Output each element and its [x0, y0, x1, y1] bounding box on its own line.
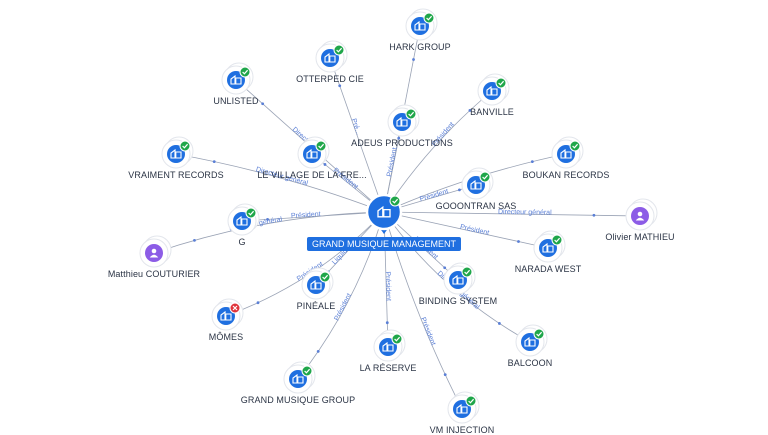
edge-arrow-narada — [517, 240, 520, 243]
edge-label-reserve: Président — [384, 271, 392, 301]
active-check-icon — [465, 395, 477, 407]
node-banville[interactable] — [477, 73, 510, 106]
edge-arrow-otterped — [338, 84, 342, 88]
edge-label-gmgroup: Président — [333, 292, 353, 322]
node-label-vminjection[interactable]: VM INJECTION — [429, 425, 495, 435]
node-label-hark[interactable]: HARK GROUP — [389, 42, 451, 52]
active-check-icon — [569, 140, 581, 152]
active-check-icon — [315, 140, 327, 152]
node-adeus[interactable] — [387, 104, 420, 137]
active-check-icon — [479, 171, 491, 183]
center-node[interactable] — [365, 193, 403, 234]
node-label-pineale[interactable]: PINÉALE — [296, 301, 336, 311]
active-check-icon — [333, 44, 345, 56]
edge-label-g: Président — [291, 211, 321, 220]
node-label-g[interactable]: G — [238, 237, 246, 247]
node-label-balcoon[interactable]: BALCOON — [507, 358, 553, 368]
edge-arrow-unlisted — [261, 102, 265, 106]
active-check-icon — [405, 108, 417, 120]
node-hark[interactable] — [405, 8, 438, 41]
edge-arrow-olivier — [592, 213, 596, 217]
node-label-unlisted[interactable]: UNLISTED — [213, 96, 259, 106]
node-narada[interactable] — [533, 230, 566, 263]
active-check-icon — [461, 266, 473, 278]
active-check-icon — [319, 271, 331, 283]
edge-arrow-adeus — [397, 136, 401, 140]
active-check-icon — [551, 234, 563, 246]
edge-arrow-momes — [256, 301, 260, 305]
node-reserve[interactable] — [373, 329, 406, 362]
edge-arrow-hark — [412, 58, 415, 61]
node-label-boukan[interactable]: BOUKAN RECORDS — [522, 170, 610, 180]
node-g[interactable] — [227, 203, 260, 236]
node-label-otterped[interactable]: OTTERPED CIE — [296, 74, 364, 84]
node-momes[interactable] — [211, 298, 244, 331]
edge-label-narada: Président — [459, 224, 489, 237]
edge-arrow-matthieu — [193, 238, 196, 242]
edge-label-vminjection: Président — [419, 316, 436, 346]
edge-label-olivier: Directeur général — [498, 209, 552, 217]
node-pineale[interactable] — [301, 267, 334, 300]
active-check-icon — [301, 365, 313, 377]
node-label-matthieu[interactable]: Matthieu COUTURIER — [107, 269, 201, 279]
node-gmgroup[interactable] — [283, 361, 316, 394]
inactive-cross-icon — [229, 302, 241, 314]
node-label-binding[interactable]: BINDING SYSTEM — [418, 296, 498, 306]
node-binding[interactable] — [443, 262, 476, 295]
node-boukan[interactable] — [551, 136, 584, 169]
edge-arrow-reserve — [385, 321, 389, 325]
active-check-icon — [239, 66, 251, 78]
active-check-icon — [423, 12, 435, 24]
node-olivier[interactable] — [625, 198, 658, 231]
edge-arrow-balcoon — [498, 322, 501, 325]
node-label-banville[interactable]: BANVILLE — [470, 107, 514, 117]
edge-arrow-gooontran — [458, 188, 461, 192]
edge-vminjection — [383, 211, 463, 410]
edge-arrow-vminjection — [443, 373, 447, 377]
node-balcoon[interactable] — [515, 324, 548, 357]
node-label-reserve[interactable]: LA RÉSERVE — [359, 363, 417, 373]
edge-gmgroup — [297, 211, 385, 380]
node-label-village[interactable]: LE VILLAGE DE LA FRE... — [257, 170, 367, 180]
node-label-olivier[interactable]: Olivier MATHIEU — [605, 232, 675, 242]
node-label-vraiment[interactable]: VRAIMENT RECORDS — [128, 170, 224, 180]
node-vminjection[interactable] — [447, 391, 480, 424]
edge-narada — [383, 211, 549, 249]
active-check-icon — [245, 207, 257, 219]
node-label-gooontran[interactable]: GOOONTRAN SAS — [435, 201, 517, 211]
node-label-momes[interactable]: MÔMES — [208, 332, 244, 342]
edge-arrow-binding — [443, 266, 447, 270]
active-check-icon — [179, 140, 191, 152]
node-label-narada[interactable]: NARADA WEST — [514, 264, 582, 274]
active-check-icon — [495, 77, 507, 89]
active-check-icon — [389, 195, 401, 207]
node-gooontran[interactable] — [461, 167, 494, 200]
edge-label-otterped: Pré... — [350, 118, 362, 136]
node-unlisted[interactable] — [221, 62, 254, 95]
edge-arrow-gmgroup — [316, 349, 320, 353]
center-node-label[interactable]: GRAND MUSIQUE MANAGEMENT — [306, 237, 462, 251]
building-icon — [377, 205, 391, 218]
edge-olivier — [383, 211, 641, 217]
edge-arrow-banville — [468, 109, 472, 112]
node-matthieu[interactable] — [139, 235, 172, 268]
nodes — [139, 8, 658, 424]
node-label-gmgroup[interactable]: GRAND MUSIQUE GROUP — [240, 395, 356, 405]
edge-arrow-boukan — [530, 160, 534, 164]
edge-arrow-village — [323, 163, 327, 166]
node-vraiment[interactable] — [161, 136, 194, 169]
edge-arrow-vraiment — [212, 160, 216, 163]
node-otterped[interactable] — [315, 40, 348, 73]
node-label-adeus[interactable]: ADEUS PRODUCTIONS — [351, 138, 453, 148]
edge-matthieu — [153, 211, 385, 254]
active-check-icon — [533, 328, 545, 340]
edge-otterped — [329, 57, 385, 213]
node-village[interactable] — [297, 136, 330, 169]
edge-vraiment — [175, 153, 385, 213]
active-check-icon — [391, 333, 403, 345]
edge-arrow-g — [266, 217, 269, 221]
edge-label-adeus: Président — [386, 147, 399, 177]
